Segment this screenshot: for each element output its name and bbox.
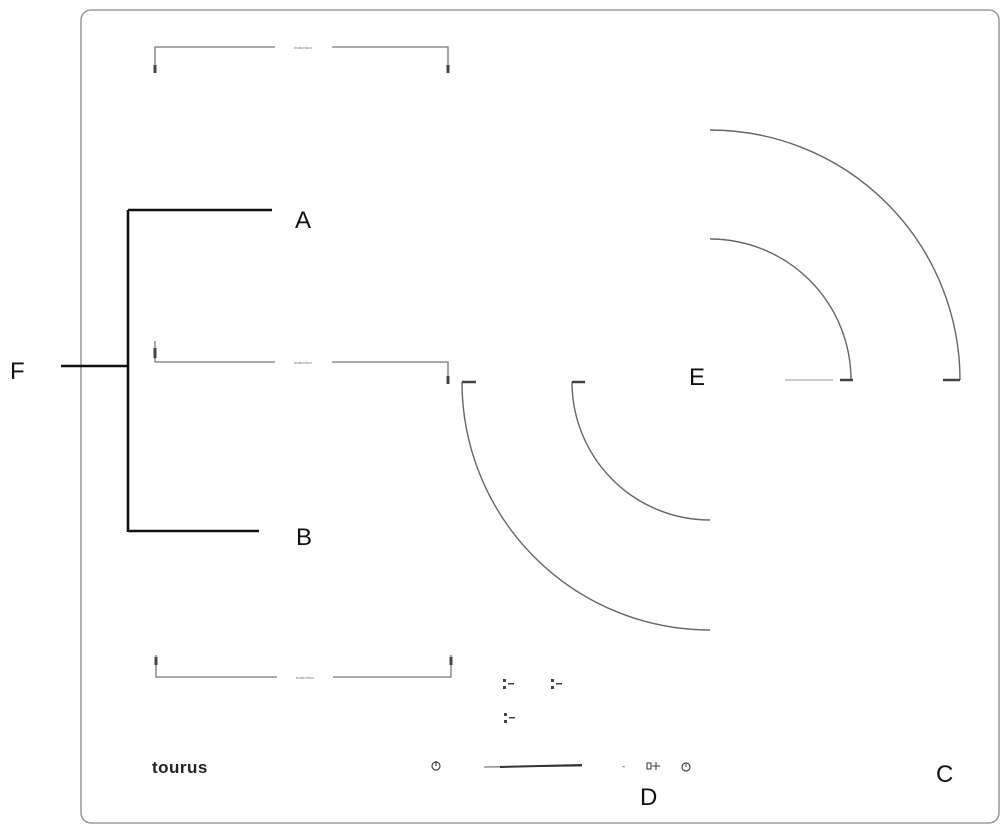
lock-icon[interactable] <box>646 762 660 770</box>
zone-lower-center <box>461 380 711 631</box>
brand-logo-text: tourus <box>152 758 208 777</box>
zone-top-left <box>153 46 450 73</box>
callout-c: C <box>936 761 953 788</box>
zone-upper-right <box>709 129 961 382</box>
zone-indicators <box>503 679 562 723</box>
zone-middle-left <box>153 341 450 384</box>
callout-b: B <box>296 524 312 551</box>
zone-top-left-label: induction <box>294 45 312 50</box>
callout-a: A <box>295 207 311 234</box>
callout-lines <box>61 208 272 533</box>
zone-bottom-left-label: induction <box>296 675 314 680</box>
zone-middle-left-label: induction <box>294 360 312 365</box>
callout-d: D <box>640 784 657 811</box>
callout-f: F <box>10 358 25 385</box>
zone-bottom-left <box>154 655 453 678</box>
minus-icon[interactable]: - <box>622 762 625 772</box>
cooktop-outline <box>80 9 1000 824</box>
timer-icon[interactable] <box>681 762 691 772</box>
control-panel: - <box>431 761 691 772</box>
callout-e: E <box>689 364 705 391</box>
